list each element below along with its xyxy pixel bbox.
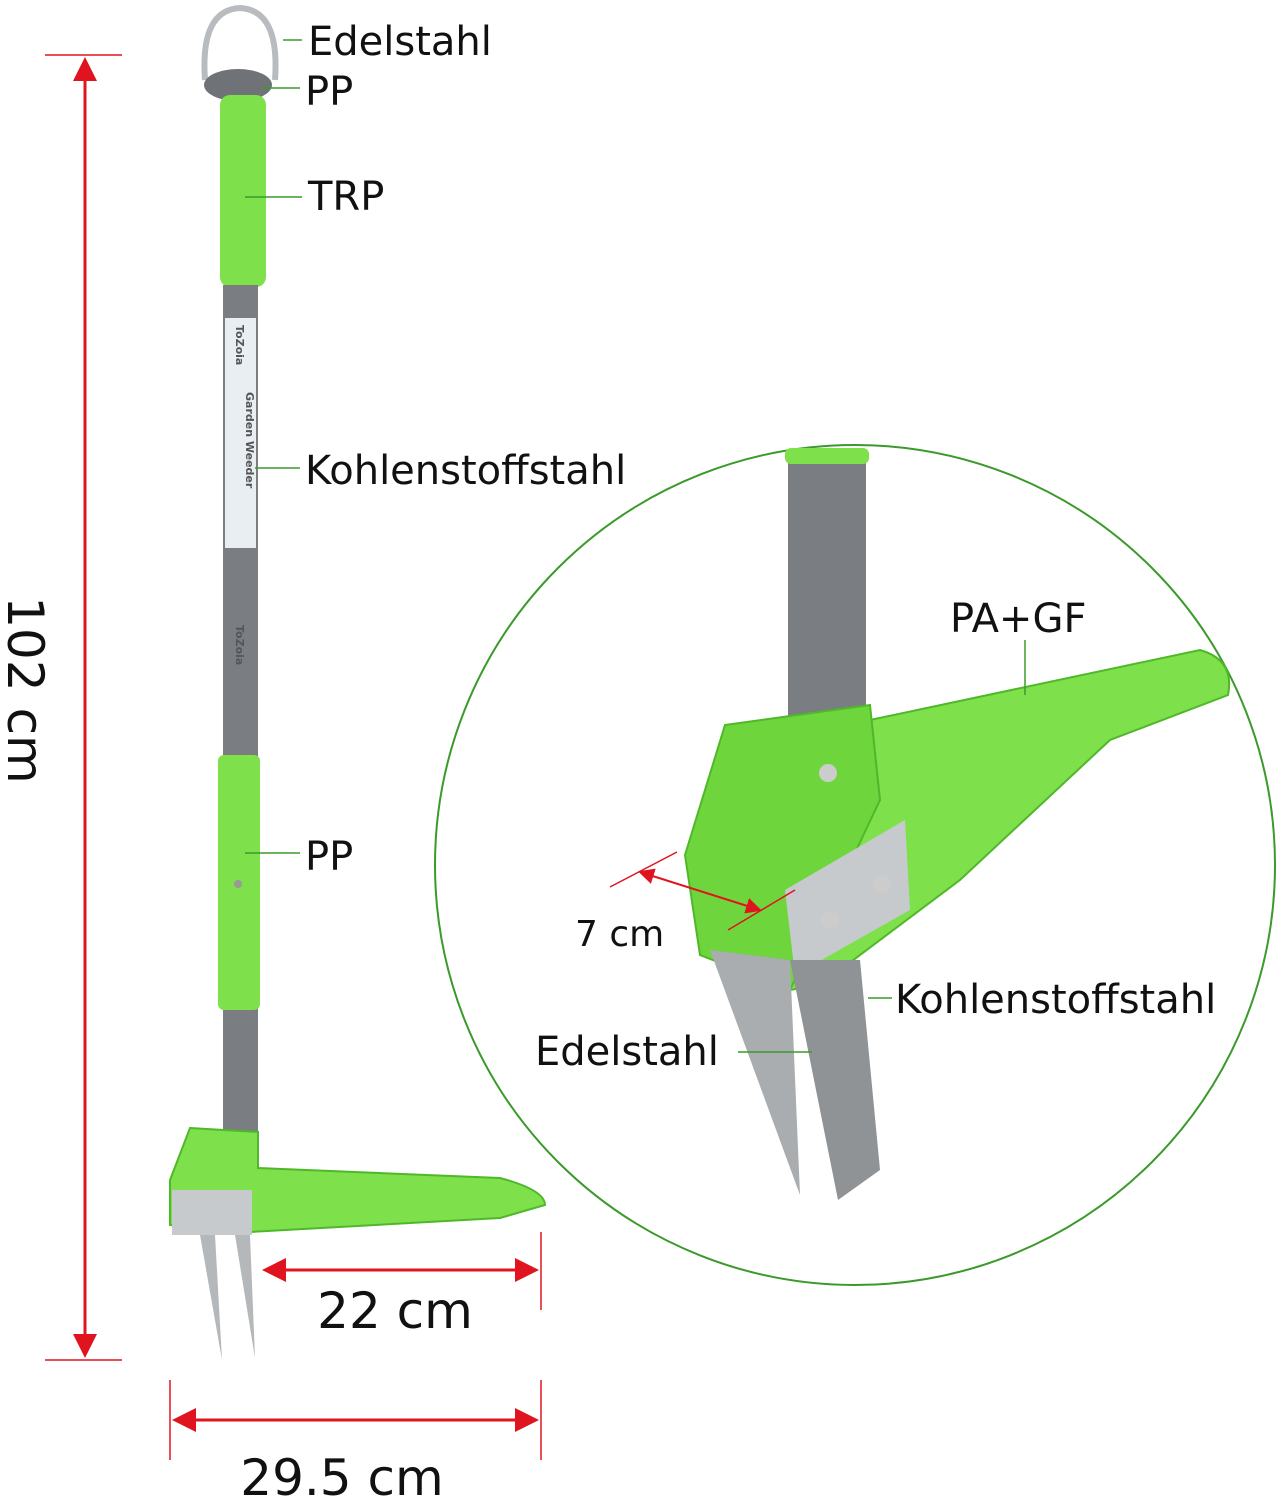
label-grip: TRP: [307, 174, 384, 220]
label-ring: Edelstahl: [308, 19, 492, 65]
label-knob: PP: [305, 69, 353, 115]
foot-length-label: 22 cm: [317, 1282, 473, 1340]
prong-left: [200, 1235, 222, 1360]
weeder-tool: ToZoia Garden Weeder ToZoia: [169, 4, 547, 1360]
knob: [204, 69, 272, 101]
height-label: 102 cm: [0, 596, 54, 784]
sticker-brand: ToZoia: [233, 325, 246, 365]
label-shaft: Kohlenstoffstahl: [305, 448, 626, 494]
sticker-brand-2: ToZoia: [233, 625, 246, 665]
width-label: 29.5 cm: [240, 1449, 443, 1500]
width-dimension: 29.5 cm: [169, 1380, 542, 1500]
label-pedal: PA+GF: [950, 596, 1086, 642]
height-dimension: 102 cm: [0, 54, 122, 1361]
shaft-sticker: [225, 318, 256, 548]
detail-steel-plate: [785, 820, 910, 975]
material-labels-left: [245, 39, 302, 854]
detail-zoom: 7 cm PA+GF Kohlenstoffstahl Edelstahl: [434, 444, 1276, 1286]
steel-ring: [201, 4, 279, 81]
label-jaw-steel: Edelstahl: [535, 1029, 719, 1075]
detail-shaft: [788, 455, 866, 735]
detail-jaw-steel: [710, 950, 800, 1195]
detail-jaw-carbon: [790, 960, 880, 1200]
label-lower-grip: PP: [305, 834, 353, 880]
sticker-product: Garden Weeder: [243, 392, 256, 489]
label-jaw-carbon: Kohlenstoffstahl: [895, 977, 1216, 1023]
steel-plate: [172, 1190, 252, 1235]
foot-dimension: 22 cm: [262, 1232, 542, 1340]
prong-right: [235, 1235, 255, 1358]
jaw-opening-label: 7 cm: [575, 914, 664, 955]
top-grip: [220, 95, 266, 287]
